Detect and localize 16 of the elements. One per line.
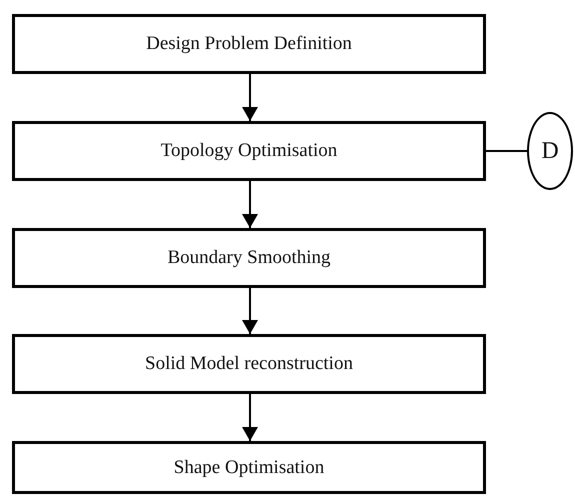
step-label: Solid Model reconstruction (145, 353, 353, 375)
step-label: Shape Optimisation (174, 456, 324, 478)
process-box (12, 121, 486, 181)
arrow (242, 288, 258, 334)
arrow (242, 181, 258, 228)
step-label: Boundary Smoothing (167, 247, 331, 269)
connector-line (486, 150, 527, 152)
process-box (12, 441, 486, 494)
step-label: Topology Optimisation (160, 140, 338, 162)
step-label: D (541, 138, 559, 164)
arrow (242, 74, 258, 121)
process-box (12, 334, 486, 394)
arrow (242, 394, 258, 441)
step-label: Design Problem Definition (146, 33, 352, 55)
process-box (12, 228, 486, 288)
process-box (12, 14, 486, 74)
